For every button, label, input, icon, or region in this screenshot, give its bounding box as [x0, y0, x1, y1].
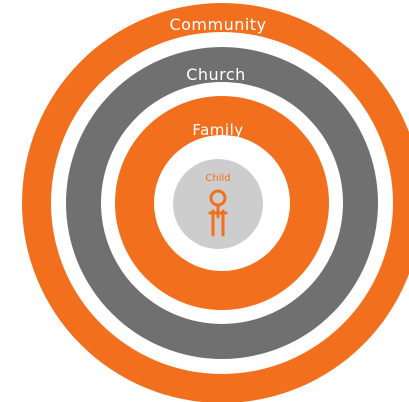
- family-label: Family: [192, 121, 243, 139]
- community-label: Community: [169, 15, 266, 34]
- church-label: Church: [186, 65, 246, 84]
- child-figure-icon: [208, 189, 228, 237]
- child-label: Child: [205, 173, 230, 184]
